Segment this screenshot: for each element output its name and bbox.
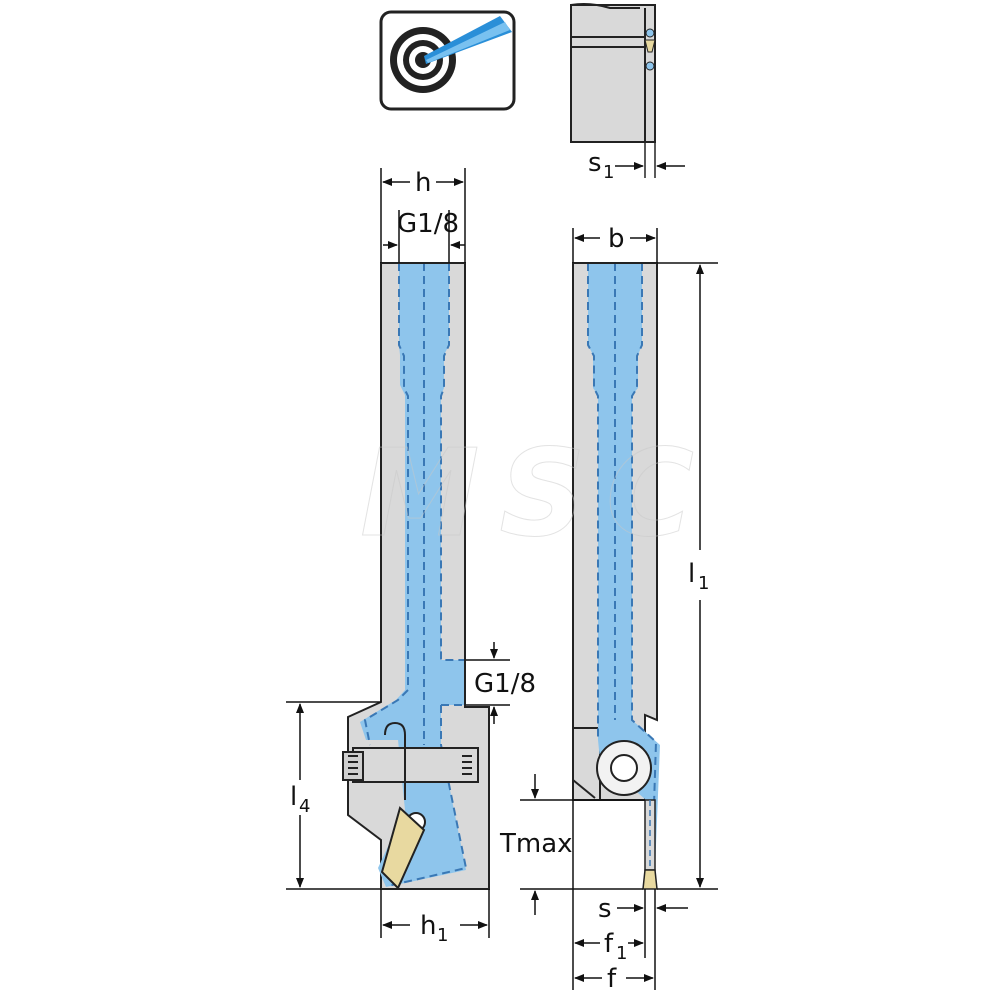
s1-label: s — [588, 148, 602, 178]
f-label: f — [607, 964, 617, 994]
f1-label: f — [604, 929, 614, 959]
l4-subscript: 4 — [299, 796, 310, 817]
h1-label: h — [420, 911, 436, 941]
h1-subscript: 1 — [437, 925, 448, 946]
g18-side-label: G1/8 — [474, 669, 536, 699]
front-view-right — [572, 262, 660, 890]
watermark: MSC — [360, 425, 714, 564]
l1-subscript: 1 — [698, 573, 709, 594]
f1-subscript: 1 — [616, 943, 627, 964]
dimensions-left — [286, 168, 510, 938]
coolant-target-icon — [379, 10, 516, 111]
l4-label: l — [290, 782, 297, 812]
g18-top-label: G1/8 — [397, 209, 459, 239]
b-label: b — [608, 224, 625, 254]
tmax-label: Tmax — [499, 829, 573, 859]
l1-label: l — [688, 559, 695, 589]
h-label: h — [415, 168, 431, 198]
s-label: s — [598, 894, 612, 924]
end-view — [570, 3, 685, 178]
s1-subscript: 1 — [603, 162, 614, 183]
side-view-left — [342, 262, 490, 890]
dimensions-right — [520, 228, 718, 990]
